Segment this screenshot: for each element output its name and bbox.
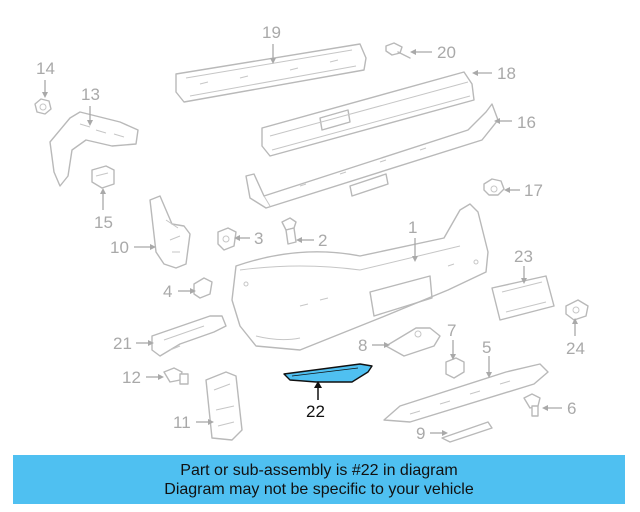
part-12-bolt: [163, 367, 189, 385]
part-4-clip: [193, 277, 213, 299]
svg-text:21: 21: [113, 334, 132, 353]
parts-diagram: 19 20 18 16 17: [34, 23, 589, 443]
svg-text:3: 3: [254, 229, 263, 248]
part-9-trim-strip: [441, 421, 493, 443]
part-15-clip: [91, 165, 115, 189]
part-24-sensor: [565, 299, 589, 321]
svg-text:5: 5: [482, 338, 491, 357]
info-banner: Part or sub-assembly is #22 in diagram D…: [13, 455, 625, 504]
leader-22-arrowhead: [314, 381, 322, 388]
part-13-side-bracket: [49, 111, 139, 187]
callout-9: 9: [416, 424, 446, 443]
part-6-screw: [523, 393, 541, 417]
svg-text:24: 24: [566, 339, 585, 358]
part-23-license-bracket: [491, 275, 555, 321]
svg-text:12: 12: [122, 368, 141, 387]
callout-21: 21: [113, 334, 152, 353]
part-16-bumper-support: [245, 103, 499, 209]
callout-10: 10: [110, 238, 154, 257]
part-17-nut: [483, 178, 505, 196]
callout-20: 20: [412, 43, 456, 62]
part-1-bumper-cover: [231, 203, 489, 351]
svg-text:22: 22: [306, 402, 325, 421]
callout-22: 22: [306, 384, 325, 421]
callout-5: 5: [482, 338, 491, 376]
callout-4: 4: [163, 282, 194, 301]
svg-text:7: 7: [447, 321, 456, 340]
callout-7: 7: [447, 321, 456, 358]
callout-3: 3: [236, 229, 263, 248]
callout-14: 14: [36, 59, 55, 96]
svg-text:23: 23: [514, 247, 533, 266]
callout-2: 2: [298, 231, 327, 250]
part-3-clip: [217, 227, 237, 251]
part-22-reflector: [283, 363, 373, 383]
callout-11: 11: [173, 413, 212, 432]
banner-line-1: Part or sub-assembly is #22 in diagram: [180, 462, 458, 479]
callout-8: 8: [358, 336, 388, 355]
svg-text:9: 9: [416, 424, 425, 443]
svg-text:13: 13: [81, 85, 100, 104]
callout-6: 6: [544, 399, 576, 418]
part-11-reinforcement: [205, 371, 243, 441]
svg-text:18: 18: [497, 64, 516, 83]
part-7-clip: [445, 357, 465, 379]
part-8-bracket: [385, 327, 441, 357]
callout-17: 17: [506, 181, 543, 200]
part-19-impact-bar: [175, 43, 367, 103]
callout-24: 24: [566, 320, 585, 358]
leader-arrowheads: [42, 49, 578, 436]
callout-12: 12: [122, 368, 162, 387]
svg-text:14: 14: [36, 59, 55, 78]
callout-16: 16: [496, 113, 536, 132]
svg-text:11: 11: [173, 413, 191, 432]
part-10-mud-guard: [149, 195, 191, 269]
part-20-bolt: [385, 42, 411, 59]
callout-15: 15: [94, 190, 113, 232]
svg-text:6: 6: [567, 399, 576, 418]
part-18-energy-absorber: [261, 71, 475, 157]
svg-text:19: 19: [262, 23, 281, 42]
part-14-nut: [34, 98, 52, 115]
svg-text:16: 16: [517, 113, 536, 132]
callout-18: 18: [474, 64, 516, 83]
callout-19: 19: [262, 23, 281, 62]
part-2-screw: [281, 217, 297, 245]
callout-23: 23: [514, 247, 533, 282]
svg-text:2: 2: [318, 231, 327, 250]
svg-text:8: 8: [358, 336, 367, 355]
svg-text:15: 15: [94, 213, 113, 232]
part-21-bracket: [151, 315, 227, 357]
svg-text:20: 20: [437, 43, 456, 62]
svg-text:17: 17: [524, 181, 543, 200]
svg-text:1: 1: [408, 218, 417, 237]
part-5-lower-trim: [383, 363, 549, 423]
part-22-highlight: [283, 363, 373, 383]
svg-text:4: 4: [163, 282, 172, 301]
banner-line-2: Diagram may not be specific to your vehi…: [164, 481, 474, 498]
svg-text:10: 10: [110, 238, 129, 257]
